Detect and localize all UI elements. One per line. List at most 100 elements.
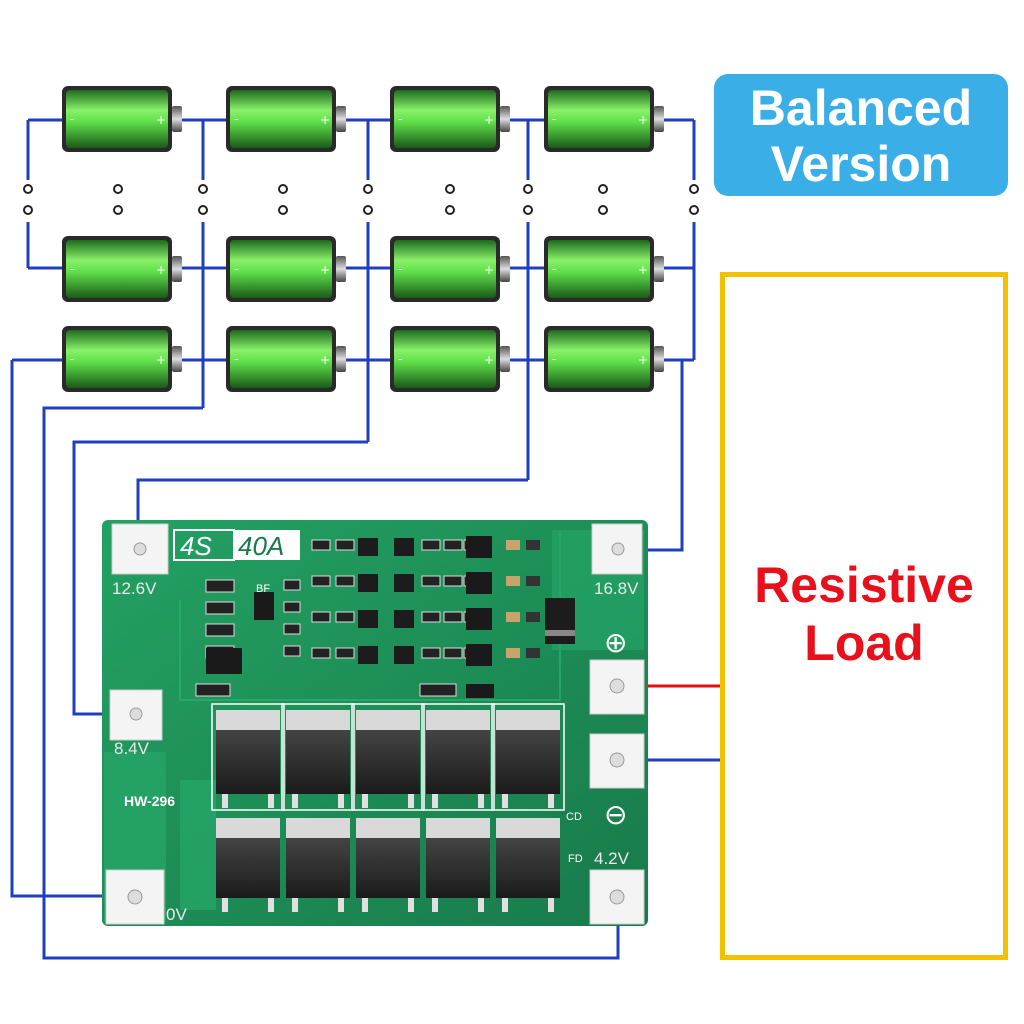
battery-cap xyxy=(500,346,510,372)
battery-minus-mark: - xyxy=(234,262,238,276)
battery-plus-mark: + xyxy=(320,263,330,277)
battery-cap xyxy=(654,106,664,132)
smd-resistor xyxy=(335,539,355,551)
continuation-dot xyxy=(113,205,123,215)
battery-plus-mark: + xyxy=(156,263,166,277)
battery-plus-mark: + xyxy=(638,263,648,277)
mosfet-lead xyxy=(548,794,554,808)
mosfet-lead xyxy=(502,794,508,808)
mosfet-lead xyxy=(268,794,274,808)
terminal-hole xyxy=(133,542,147,556)
battery-cap xyxy=(172,346,182,372)
battery-cell: -+ xyxy=(544,236,664,302)
battery-body xyxy=(66,330,168,388)
battery-cell: -+ xyxy=(390,86,510,152)
load-line-1: Resistive xyxy=(754,557,974,613)
mosfet-tab xyxy=(356,710,420,730)
battery-cell: -+ xyxy=(62,326,182,392)
battery-minus-mark: - xyxy=(398,352,402,366)
battery-plus-mark: + xyxy=(638,353,648,367)
continuation-dot xyxy=(445,205,455,215)
battery-cell: -+ xyxy=(226,86,346,152)
battery-body xyxy=(548,90,650,148)
resistive-load-box xyxy=(720,272,1008,960)
battery-plus-mark: + xyxy=(320,353,330,367)
smd-resistor xyxy=(443,647,463,659)
battery-plus-mark: + xyxy=(484,353,494,367)
continuation-dots xyxy=(23,184,699,215)
smd-resistor xyxy=(526,612,540,622)
battery-minus-mark: - xyxy=(70,262,74,276)
smd-resistor xyxy=(283,645,301,657)
smd-transistor xyxy=(394,610,414,628)
continuation-dot xyxy=(23,205,33,215)
continuation-dot xyxy=(689,205,699,215)
mosfet-tab xyxy=(216,710,280,730)
smd-resistor xyxy=(421,611,441,623)
terminal-hole xyxy=(609,889,625,905)
smd-resistor xyxy=(195,683,231,697)
terminal-label-12v6: 12.6V xyxy=(112,579,157,598)
continuation-dot xyxy=(198,184,208,194)
battery-cap xyxy=(654,256,664,282)
smd-resistor xyxy=(311,575,331,587)
battery-cell: -+ xyxy=(544,326,664,392)
mosfet-lead xyxy=(338,794,344,808)
terminal-label-8v4: 8.4V xyxy=(114,739,150,758)
mosfet-tab xyxy=(286,818,350,838)
mosfet-array xyxy=(211,703,565,912)
battery-body xyxy=(548,330,650,388)
battery-body xyxy=(230,240,332,298)
mosfet-lead xyxy=(362,794,368,808)
mosfet-lower xyxy=(356,838,420,898)
mosfet-lead xyxy=(478,794,484,808)
mosfet-outline xyxy=(281,703,355,811)
terminal-label-16v8: 16.8V xyxy=(594,579,639,598)
mosfet-lead xyxy=(432,794,438,808)
battery-cap xyxy=(654,346,664,372)
terminal-hole xyxy=(129,707,143,721)
smd-transistor xyxy=(358,610,378,628)
smd-capacitor xyxy=(506,540,520,550)
battery-minus-mark: - xyxy=(398,112,402,126)
plus-symbol: ⊕ xyxy=(604,626,627,659)
wire xyxy=(42,406,620,960)
mosfet-lead xyxy=(338,898,344,912)
terminal-label-0v: 0V xyxy=(166,905,187,924)
battery-cell: -+ xyxy=(62,86,182,152)
badge-line-2: Version xyxy=(770,136,952,192)
model-label: HW-296 xyxy=(124,793,175,809)
mosfet-outline xyxy=(351,703,425,811)
mosfet-lead xyxy=(292,898,298,912)
smd-resistor xyxy=(205,579,235,593)
continuation-dot xyxy=(445,184,455,194)
battery-cell: -+ xyxy=(544,86,664,152)
battery-cell: -+ xyxy=(226,236,346,302)
mosfet-upper xyxy=(286,730,350,794)
smd-ic xyxy=(466,644,492,666)
battery-plus-mark: + xyxy=(484,113,494,127)
mosfet-outline xyxy=(491,703,565,811)
current-label-box xyxy=(234,530,300,560)
smd-resistor xyxy=(311,611,331,623)
mosfet-tab xyxy=(216,818,280,838)
mosfet-lead xyxy=(362,898,368,912)
battery-minus-mark: - xyxy=(398,262,402,276)
wire xyxy=(10,360,132,898)
cd-label: CD xyxy=(566,811,582,823)
smd-resistor xyxy=(443,539,463,551)
smd-resistor xyxy=(419,683,457,697)
smd-capacitor xyxy=(506,612,520,622)
smd-transistor xyxy=(358,574,378,592)
continuation-dot xyxy=(23,184,33,194)
battery-plus-mark: + xyxy=(320,113,330,127)
continuation-dot xyxy=(689,184,699,194)
mosfet-lead xyxy=(408,794,414,808)
battery-minus-mark: - xyxy=(552,112,556,126)
smd-transistor xyxy=(358,646,378,664)
mosfet-lead xyxy=(408,898,414,912)
smd-resistor xyxy=(335,575,355,587)
battery-minus-mark: - xyxy=(234,112,238,126)
battery-body xyxy=(230,330,332,388)
mosfet-lower xyxy=(496,838,560,898)
